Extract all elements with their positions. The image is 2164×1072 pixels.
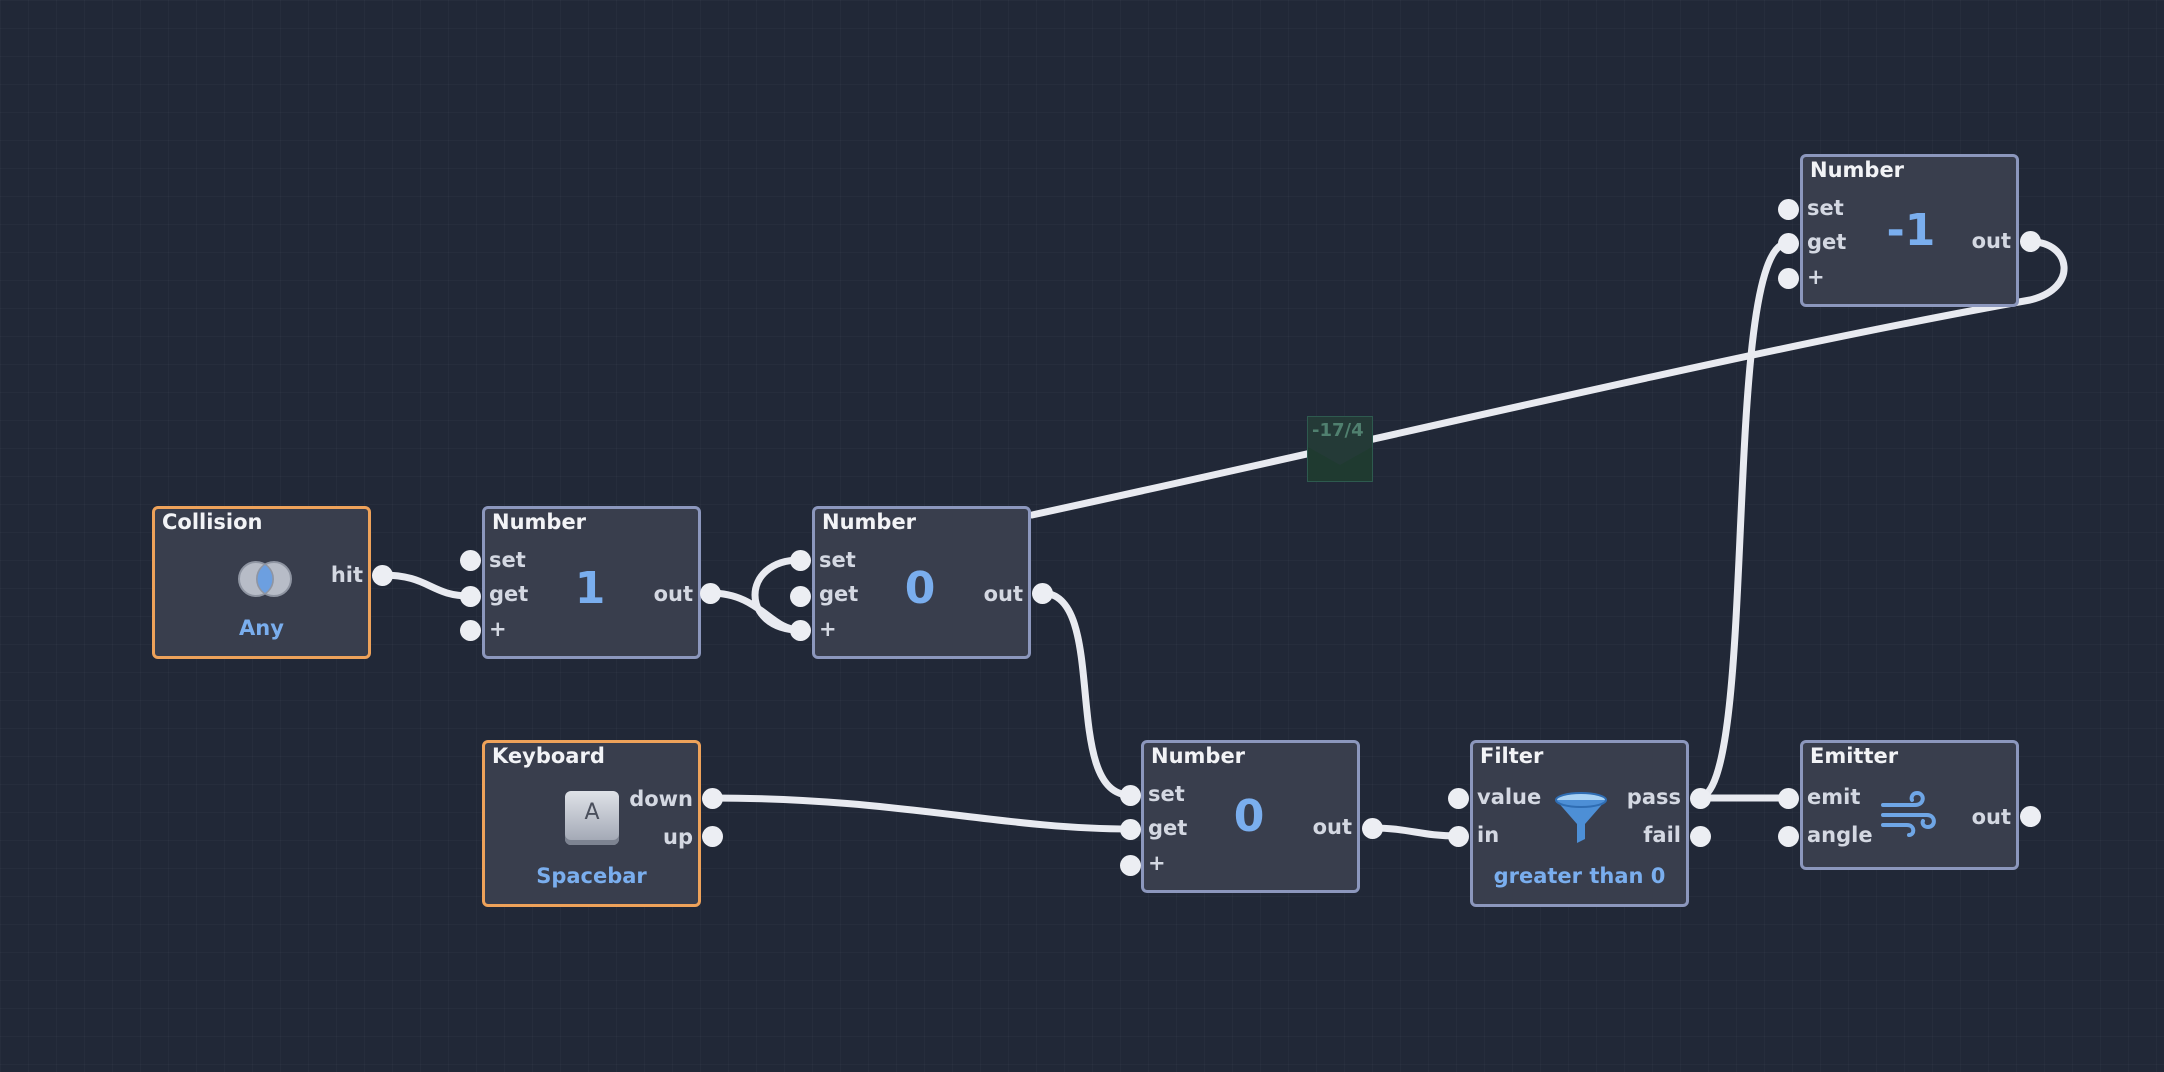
- number-node-0-bottom[interactable]: Number set get + 0 out: [1141, 740, 1360, 893]
- port-label-hit: hit: [330, 563, 363, 587]
- port-label-get: get: [1148, 816, 1188, 840]
- port-label-emit: emit: [1807, 785, 1861, 809]
- number-minus1-set-port[interactable]: [1777, 198, 1799, 220]
- number0-plus-port[interactable]: [789, 619, 811, 641]
- port-label-out: out: [653, 582, 693, 606]
- filter-fail-port[interactable]: [1689, 825, 1711, 847]
- port-label-angle: angle: [1807, 823, 1873, 847]
- port-label-down: down: [629, 787, 693, 811]
- number-node-minus-1[interactable]: Number set get + -1 out: [1800, 154, 2019, 307]
- port-label-plus: +: [1148, 851, 1166, 875]
- keyboard-down-port[interactable]: [701, 787, 723, 809]
- node-title: Number: [822, 510, 917, 534]
- key-binding-label: Spacebar: [536, 864, 647, 888]
- number-bottom-plus-port[interactable]: [1119, 854, 1141, 876]
- filter-node[interactable]: Filter value in pass fail greater than 0: [1470, 740, 1689, 907]
- port-label-plus: +: [489, 617, 507, 641]
- filter-pass-port[interactable]: [1689, 787, 1711, 809]
- number-minus1-get-port[interactable]: [1777, 232, 1799, 254]
- filter-in-port[interactable]: [1447, 825, 1469, 847]
- port-label-in: in: [1477, 823, 1500, 847]
- number0-set-port[interactable]: [789, 549, 811, 571]
- port-label-get: get: [489, 582, 529, 606]
- port-label-value: value: [1477, 785, 1542, 809]
- port-label-up: up: [663, 825, 693, 849]
- number-bottom-out-port[interactable]: [1361, 817, 1383, 839]
- port-label-out: out: [1971, 229, 2011, 253]
- emitter-emit-port[interactable]: [1777, 787, 1799, 809]
- number1-set-port[interactable]: [459, 549, 481, 571]
- minimap-envelope-icon: [1308, 447, 1372, 481]
- port-label-pass: pass: [1626, 785, 1681, 809]
- number-value[interactable]: -1: [1886, 205, 1936, 256]
- filter-value-port[interactable]: [1447, 787, 1469, 809]
- wire-number0-out-to-number-bottom-set: [1038, 589, 1134, 799]
- port-label-get: get: [819, 582, 859, 606]
- keyboard-node[interactable]: Keyboard A down up Spacebar: [482, 740, 701, 907]
- collision-hit-port[interactable]: [371, 564, 393, 586]
- number0-get-port[interactable]: [789, 585, 811, 607]
- wind-icon: [1881, 790, 1936, 837]
- minimap-indicator[interactable]: -17/4: [1307, 416, 1373, 482]
- node-title: Keyboard: [492, 744, 605, 768]
- number-value[interactable]: 0: [904, 563, 936, 614]
- venn-icon: [238, 561, 292, 597]
- number-bottom-set-port[interactable]: [1119, 784, 1141, 806]
- emitter-out-port[interactable]: [2019, 805, 2041, 827]
- number-node-0-top[interactable]: Number set get + 0 out: [812, 506, 1031, 659]
- number-node-1[interactable]: Number set get + 1 out: [482, 506, 701, 659]
- node-title: Number: [492, 510, 587, 534]
- port-label-set: set: [489, 548, 526, 572]
- port-label-set: set: [1148, 782, 1185, 806]
- wire-keyboard-down-to-number-get: [708, 794, 1134, 833]
- port-label-out: out: [1971, 805, 2011, 829]
- number-value[interactable]: 0: [1233, 791, 1265, 842]
- port-label-fail: fail: [1643, 823, 1681, 847]
- keycap-icon: A: [565, 791, 619, 845]
- number1-out-port[interactable]: [699, 582, 721, 604]
- port-label-out: out: [1312, 815, 1352, 839]
- node-title: Number: [1151, 744, 1246, 768]
- port-label-set: set: [819, 548, 856, 572]
- port-label-plus: +: [1807, 265, 1825, 289]
- node-title: Collision: [162, 510, 263, 534]
- node-title: Emitter: [1810, 744, 1899, 768]
- node-title: Number: [1810, 158, 1905, 182]
- funnel-icon: [1555, 792, 1607, 843]
- port-label-plus: +: [819, 617, 837, 641]
- wire-number-out-to-filter-in: [1368, 824, 1462, 840]
- emitter-node[interactable]: Emitter emit angle out: [1800, 740, 2019, 870]
- number1-get-port[interactable]: [459, 585, 481, 607]
- number-minus1-out-port[interactable]: [2019, 230, 2041, 252]
- port-label-out: out: [983, 582, 1023, 606]
- keycap-letter: A: [584, 800, 600, 825]
- emitter-angle-port[interactable]: [1777, 825, 1799, 847]
- collision-node[interactable]: Collision hit Any: [152, 506, 371, 659]
- number-value[interactable]: 1: [574, 563, 606, 614]
- port-label-set: set: [1807, 196, 1844, 220]
- keyboard-up-port[interactable]: [701, 825, 723, 847]
- wire-number1-out-to-number0-set: [706, 556, 804, 634]
- node-title: Filter: [1480, 744, 1544, 768]
- number-bottom-get-port[interactable]: [1119, 818, 1141, 840]
- number0-out-port[interactable]: [1031, 582, 1053, 604]
- minimap-label: -17/4: [1312, 420, 1364, 441]
- filter-condition-label: greater than 0: [1493, 864, 1666, 888]
- number1-plus-port[interactable]: [459, 619, 481, 641]
- number-minus1-plus-port[interactable]: [1777, 267, 1799, 289]
- wire-filter-pass-to-number-1-get: [1694, 239, 1792, 802]
- wire-collision-hit-to-number-get: [378, 571, 474, 600]
- port-label-get: get: [1807, 230, 1847, 254]
- collision-filter-label: Any: [239, 616, 284, 640]
